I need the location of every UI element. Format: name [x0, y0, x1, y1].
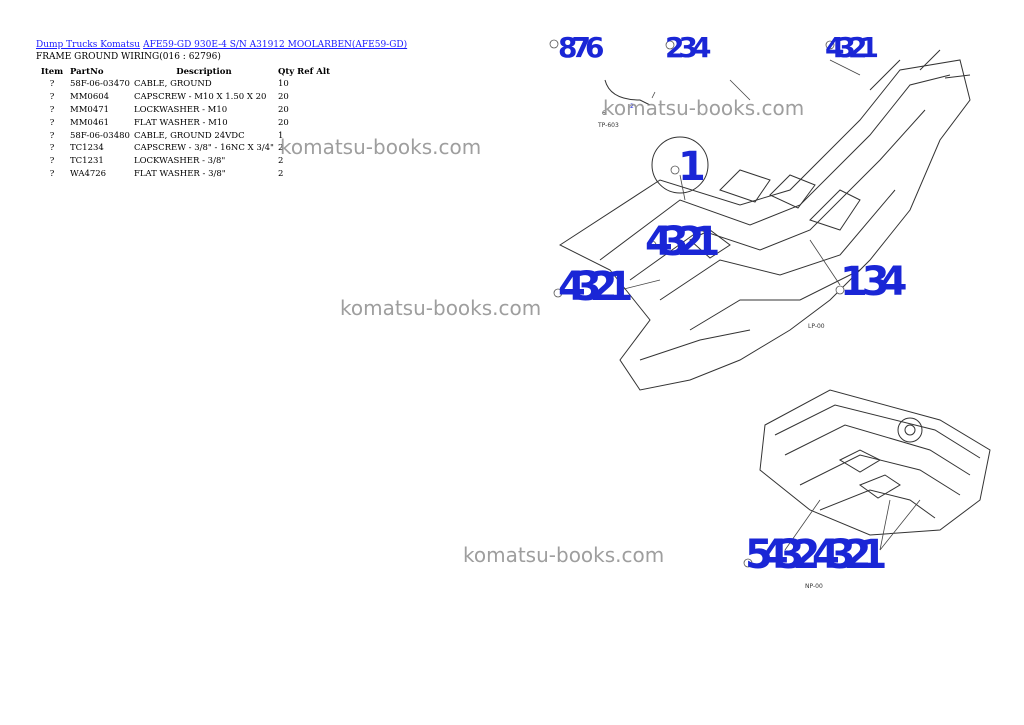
cell-item: ?	[49, 168, 55, 179]
cell-partno: TC1231	[70, 156, 104, 167]
label-np00: NP-00	[805, 583, 823, 590]
label-6: 6	[602, 110, 606, 117]
page-title: FRAME GROUND WIRING(016 : 62796)	[36, 52, 221, 62]
label-2: 2	[630, 103, 634, 110]
parts-table: Item PartNo Description Qty Ref Alt ? 58…	[36, 66, 332, 180]
callout-1-34: 1 34	[840, 259, 906, 305]
cell-qty: 2	[277, 156, 284, 167]
watermark: komatsu-books.com	[603, 96, 805, 120]
header-qty-ref-alt: Qty Ref Alt	[277, 67, 331, 77]
cell-item: ?	[49, 92, 55, 103]
table-row: ? 58F-06-03480 CABLE, GROUND 24VDC 1	[36, 129, 332, 142]
breadcrumb-link-category[interactable]: Dump Trucks Komatsu	[36, 40, 141, 50]
table-row: ? MM0461 FLAT WASHER - M10 20	[36, 116, 332, 129]
watermark: komatsu-books.com	[340, 296, 542, 320]
frame-diagram-svg: 876 234 4321 1 4321 4321 1 34 5432 4321 …	[549, 31, 991, 590]
table-header-row: Item PartNo Description Qty Ref Alt	[36, 66, 332, 78]
cell-description: CABLE, GROUND	[133, 79, 212, 90]
callout-4321-left: 4321	[558, 264, 631, 310]
callout-1: 1	[678, 144, 706, 190]
callout-876: 876	[558, 31, 603, 64]
cell-description: FLAT WASHER - M10	[133, 117, 228, 128]
header-partno: PartNo	[70, 67, 104, 77]
cell-qty: 20	[277, 104, 289, 115]
cell-partno: 58F-06-03480	[70, 130, 130, 141]
cell-description: FLAT WASHER - 3/8"	[133, 168, 226, 179]
cell-description: CAPSCREW - 3/8" - 16NC X 3/4"	[133, 143, 274, 154]
table-row: ? WA4726 FLAT WASHER - 3/8" 2	[36, 167, 332, 180]
breadcrumb-link-model[interactable]: AFE59-GD 930E-4 S/N A31912 MOOLARBEN(AFE…	[143, 40, 408, 50]
cell-description: CABLE, GROUND 24VDC	[133, 130, 245, 141]
cell-item: ?	[49, 104, 55, 115]
cell-partno: 58F-06-03470	[70, 79, 130, 90]
parts-diagram: 876 234 4321 1 4321 4321 1 34 5432 4321 …	[540, 30, 1010, 600]
watermark: komatsu-books.com	[463, 543, 665, 567]
table-row: ? 58F-06-03470 CABLE, GROUND 10	[36, 78, 332, 91]
cell-item: ?	[49, 79, 55, 90]
cell-item: ?	[49, 117, 55, 128]
frame-upper-drawing	[558, 49, 971, 391]
cell-description: LOCKWASHER - M10	[133, 104, 228, 115]
cell-partno: MM0461	[70, 117, 110, 128]
callout-5432: 5432	[745, 532, 817, 578]
cell-item: ?	[49, 130, 55, 141]
callout-markers	[549, 39, 845, 568]
cell-partno: TC1234	[70, 143, 104, 154]
cell-qty: 20	[277, 92, 289, 103]
table-row: ? TC1231 LOCKWASHER - 3/8" 2	[36, 155, 332, 168]
callout-234: 234	[665, 31, 711, 64]
header-item: Item	[40, 67, 64, 77]
cell-qty: 1	[277, 130, 284, 141]
label-lp00: LP-00	[808, 323, 825, 330]
cell-qty: 2	[277, 168, 284, 179]
cell-partno: MM0471	[70, 104, 110, 115]
table-row: ? MM0604 CAPSCREW - M10 X 1.50 X 20 20	[36, 91, 332, 104]
table-row: ? TC1234 CAPSCREW - 3/8" - 16NC X 3/4" 2	[36, 142, 332, 155]
cell-description: CAPSCREW - M10 X 1.50 X 20	[133, 92, 267, 103]
label-tp603: TP-603	[597, 122, 619, 129]
cell-item: ?	[49, 143, 55, 154]
cell-description: LOCKWASHER - 3/8"	[133, 156, 226, 167]
cell-qty: 20	[277, 117, 289, 128]
callout-4321-top: 4321	[825, 31, 877, 64]
leader-lines	[619, 59, 921, 551]
callout-4321-mid: 4321	[645, 219, 718, 265]
callout-4321-bottom: 4321	[812, 532, 885, 578]
cell-partno: WA4726	[70, 168, 107, 179]
cell-qty: 10	[277, 79, 289, 90]
header-description: Description	[176, 67, 232, 77]
table-row: ? MM0471 LOCKWASHER - M10 20	[36, 104, 332, 117]
cell-partno: MM0604	[70, 92, 110, 103]
cell-qty: 2	[277, 143, 284, 154]
frame-lower-drawing	[759, 389, 991, 536]
cell-item: ?	[49, 156, 55, 167]
watermark: komatsu-books.com	[280, 135, 482, 159]
drawing-labels: 6 TP-603 2 LP-00 NP-00	[597, 103, 825, 590]
